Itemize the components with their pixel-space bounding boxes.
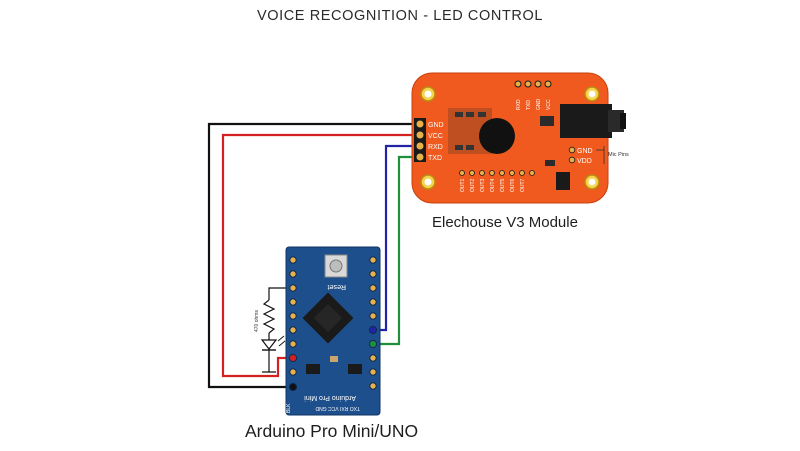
diagram-title: VOICE RECOGNITION - LED CONTROL [256, 8, 544, 24]
module-right-pin-vdd: VDD [577, 158, 592, 165]
module-pin-rxd: RXD [428, 144, 443, 151]
module-out-6: OUT6 [510, 178, 516, 192]
microphone-icon [479, 118, 515, 154]
arduino-caption: Arduino Pro Mini/UNO [245, 421, 419, 441]
module-out-1: OUT1 [460, 178, 466, 192]
arduino-bottom-labels: TXO RXI VCC GND [315, 405, 360, 411]
module-top-pin-vcc: VCC [546, 99, 552, 110]
module-top-pin-gnd: GND [536, 99, 542, 111]
module-pin-txd: TXD [428, 155, 442, 162]
wire-vcc [221, 133, 420, 378]
module-out-4: OUT4 [490, 178, 496, 192]
module-pin-vcc: VCC [428, 133, 443, 140]
reset-label: Reset [328, 283, 346, 290]
led-symbol [260, 333, 286, 358]
module-right-pin-gnd: GND [577, 148, 593, 155]
module-out-5: OUT5 [500, 178, 506, 192]
audio-jack [560, 104, 612, 138]
mic-pins-label: Mic Pins [608, 152, 629, 158]
module-pin-gnd: GND [428, 122, 444, 129]
voice-module-caption: Elechouse V3 Module [432, 214, 578, 231]
module-top-pin-txd: TXD [526, 100, 532, 110]
resistor: 470 ohms [254, 299, 276, 334]
module-out-7: OUT7 [520, 178, 526, 192]
arduino-side-label: BLK [286, 403, 292, 413]
wire-txd [373, 155, 420, 346]
resistor-label: 470 ohms [254, 310, 260, 332]
wire-led [268, 287, 293, 300]
arduino-name-label: Arduino Pro Mini [304, 394, 356, 401]
module-ic [556, 172, 570, 190]
wire-led-gnd [262, 358, 276, 373]
arduino-board: Reset Arduino Pro Mini TXO RXI VCC GND B… [285, 246, 381, 416]
wire-gnd [207, 122, 420, 389]
module-out-2: OUT2 [470, 178, 476, 192]
module-top-pin-rxd: RXD [516, 99, 522, 110]
module-out-3: OUT3 [480, 178, 486, 192]
voice-module: GND VCC RXD TXD RXD TXD GND VCC OUT1 OUT… [411, 72, 629, 204]
